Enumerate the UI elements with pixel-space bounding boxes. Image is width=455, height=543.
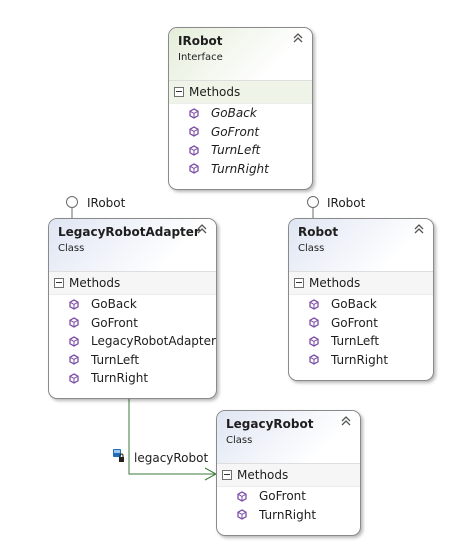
shape-header: LegacyRobotAdapter Class bbox=[49, 219, 216, 271]
collapse-minus-icon[interactable] bbox=[54, 278, 64, 288]
method-icon bbox=[69, 299, 79, 310]
method-item[interactable]: TurnLeft bbox=[169, 141, 312, 160]
private-field-icon bbox=[113, 449, 124, 462]
method-name: LegacyRobotAdapter bbox=[91, 334, 216, 348]
methods-section-header[interactable]: Methods bbox=[49, 271, 216, 295]
irobot-interface-shape[interactable]: IRobot Interface Methods GoBack GoFront … bbox=[168, 27, 313, 190]
method-item[interactable]: GoFront bbox=[289, 314, 433, 333]
method-icon bbox=[69, 336, 79, 347]
method-name: TurnRight bbox=[331, 352, 389, 367]
methods-section-header[interactable]: Methods bbox=[217, 463, 360, 487]
method-name: TurnRight bbox=[91, 371, 149, 385]
adapter-lollipop-label: IRobot bbox=[87, 196, 126, 210]
shape-kind: Class bbox=[298, 243, 325, 254]
method-icon bbox=[237, 509, 247, 520]
shape-kind: Class bbox=[226, 435, 253, 446]
section-label: Methods bbox=[237, 468, 289, 482]
method-item[interactable]: GoBack bbox=[289, 295, 433, 314]
method-icon bbox=[189, 145, 199, 156]
method-item[interactable]: GoFront bbox=[217, 487, 360, 506]
method-item[interactable]: GoBack bbox=[49, 295, 216, 314]
method-icon bbox=[309, 299, 319, 310]
method-item[interactable]: GoFront bbox=[49, 314, 216, 333]
method-name: GoBack bbox=[331, 297, 377, 311]
collapse-chevron-icon[interactable] bbox=[196, 223, 208, 235]
method-name: TurnLeft bbox=[331, 334, 380, 348]
robot-lollipop-label: IRobot bbox=[327, 196, 366, 210]
method-name: GoFront bbox=[259, 489, 306, 503]
methods-section-header[interactable]: Methods bbox=[169, 80, 312, 104]
shape-title: LegacyRobot bbox=[226, 417, 314, 431]
method-name: GoFront bbox=[331, 315, 378, 330]
method-icon bbox=[309, 317, 319, 328]
method-icon bbox=[309, 336, 319, 347]
shape-kind: Interface bbox=[178, 52, 223, 63]
method-icon bbox=[237, 491, 247, 502]
section-label: Methods bbox=[309, 276, 361, 290]
adapter-lollipop-circle bbox=[66, 196, 78, 208]
collapse-minus-icon[interactable] bbox=[222, 470, 232, 480]
shape-header: Robot Class bbox=[289, 219, 433, 271]
method-icon bbox=[309, 354, 319, 365]
collapse-chevron-icon[interactable] bbox=[292, 32, 304, 44]
method-icon bbox=[69, 373, 79, 384]
shape-title: Robot bbox=[298, 225, 339, 239]
method-icon bbox=[189, 126, 199, 137]
methods-section-header[interactable]: Methods bbox=[289, 271, 433, 295]
shape-header: IRobot Interface bbox=[169, 28, 312, 80]
method-name: GoBack bbox=[211, 106, 257, 120]
section-label: Methods bbox=[189, 85, 241, 99]
method-item[interactable]: TurnRight bbox=[289, 351, 433, 370]
method-item[interactable]: TurnLeft bbox=[289, 332, 433, 351]
shape-title: LegacyRobotAdapter bbox=[58, 225, 200, 239]
robot-lollipop-circle bbox=[307, 196, 319, 208]
method-icon bbox=[189, 108, 199, 119]
method-name: TurnRight bbox=[211, 161, 269, 176]
method-icon bbox=[189, 163, 199, 174]
method-name: TurnLeft bbox=[211, 143, 261, 157]
association-line[interactable] bbox=[128, 397, 216, 475]
method-item[interactable]: TurnRight bbox=[217, 506, 360, 525]
shape-title: IRobot bbox=[178, 34, 223, 48]
collapse-chevron-icon[interactable] bbox=[340, 415, 352, 427]
method-name: GoBack bbox=[91, 297, 137, 311]
method-name: TurnLeft bbox=[91, 352, 140, 367]
collapse-chevron-icon[interactable] bbox=[413, 223, 425, 235]
shape-header: LegacyRobot Class bbox=[217, 411, 360, 463]
method-name: GoFront bbox=[211, 124, 260, 139]
section-label: Methods bbox=[69, 276, 121, 290]
legacy-robot-class-shape[interactable]: LegacyRobot Class Methods GoFront TurnRi… bbox=[216, 410, 361, 536]
method-icon bbox=[69, 354, 79, 365]
method-name: TurnRight bbox=[259, 507, 317, 522]
collapse-minus-icon[interactable] bbox=[294, 278, 304, 288]
robot-class-shape[interactable]: Robot Class Methods GoBack GoFront TurnL… bbox=[288, 218, 434, 381]
method-icon bbox=[69, 317, 79, 328]
method-item[interactable]: TurnLeft bbox=[49, 351, 216, 370]
method-item[interactable]: GoBack bbox=[169, 104, 312, 123]
method-item[interactable]: TurnRight bbox=[169, 160, 312, 179]
collapse-minus-icon[interactable] bbox=[174, 87, 184, 97]
method-item[interactable]: LegacyRobotAdapter bbox=[49, 332, 216, 351]
method-item[interactable]: TurnRight bbox=[49, 369, 216, 388]
association-label[interactable]: legacyRobot bbox=[134, 451, 209, 465]
method-item[interactable]: GoFront bbox=[169, 123, 312, 142]
shape-kind: Class bbox=[58, 243, 85, 254]
method-name: GoFront bbox=[91, 315, 138, 330]
legacy-robot-adapter-class-shape[interactable]: LegacyRobotAdapter Class Methods GoBack … bbox=[48, 218, 217, 399]
